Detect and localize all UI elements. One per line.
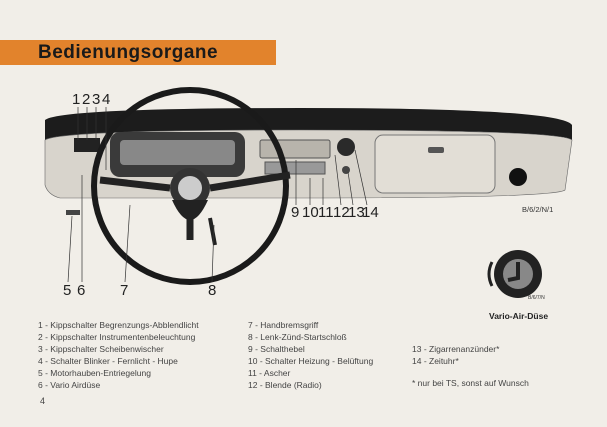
- legend-item: 4 - Schalter Blinker - Fernlicht - Hupe: [38, 356, 178, 366]
- legend-item: 3 - Kippschalter Scheibenwischer: [38, 344, 164, 354]
- callout-8: 8: [208, 282, 217, 299]
- callout-11: 11: [318, 204, 334, 221]
- callout-12: 12: [333, 204, 350, 221]
- callout-10: 10: [302, 204, 319, 221]
- legend-item: 5 - Motorhauben-Entriegelung: [38, 368, 151, 378]
- page-number: 4: [40, 396, 46, 406]
- legend-item: 6 - Vario Airdüse: [38, 380, 101, 390]
- callout-2: 2: [82, 91, 91, 108]
- legend-item: 14 - Zeituhr*: [412, 356, 459, 366]
- callout-9: 9: [291, 204, 300, 221]
- legend-item: 10 - Schalter Heizung - Belüftung: [248, 356, 374, 366]
- footnote: * nur bei TS, sonst auf Wunsch: [412, 378, 529, 388]
- callout-3: 3: [92, 91, 101, 108]
- figure-code: B/6/2/N/1: [522, 205, 554, 214]
- title-banner: [0, 40, 276, 65]
- legend-column-1: 1 - Kippschalter Begrenzungs-Abblendlich…: [38, 319, 199, 391]
- vario-label: Vario-Air-Düse: [489, 311, 549, 321]
- legend-item: 8 - Lenk-Zünd-Startschloß: [248, 332, 347, 342]
- legend-item: 13 - Zigarrenanzünder*: [412, 344, 500, 354]
- callout-13: 13: [348, 204, 365, 221]
- legend-item: 11 - Ascher: [248, 368, 291, 378]
- legend-column-2: 7 - Handbremsgriff 8 - Lenk-Zünd-Startsc…: [248, 319, 373, 391]
- legend-item: 9 - Schalthebel: [248, 344, 305, 354]
- callout-6: 6: [77, 282, 86, 299]
- legend-item: 1 - Kippschalter Begrenzungs-Abblendlich…: [38, 320, 199, 330]
- callout-1: 1: [72, 91, 81, 108]
- legend-column-3: 13 - Zigarrenanzünder* 14 - Zeituhr* * n…: [412, 343, 529, 389]
- vario-code: B/6/7/N: [528, 295, 545, 301]
- callout-4: 4: [102, 91, 111, 108]
- callout-5: 5: [63, 282, 72, 299]
- legend-item: 12 - Blende (Radio): [248, 380, 322, 390]
- legend-item: 7 - Handbremsgriff: [248, 320, 319, 330]
- legend-item: 2 - Kippschalter Instrumentenbeleuchtung: [38, 332, 196, 342]
- page-title: Bedienungsorgane: [38, 42, 219, 63]
- callout-7: 7: [120, 282, 129, 299]
- callout-14: 14: [362, 204, 379, 221]
